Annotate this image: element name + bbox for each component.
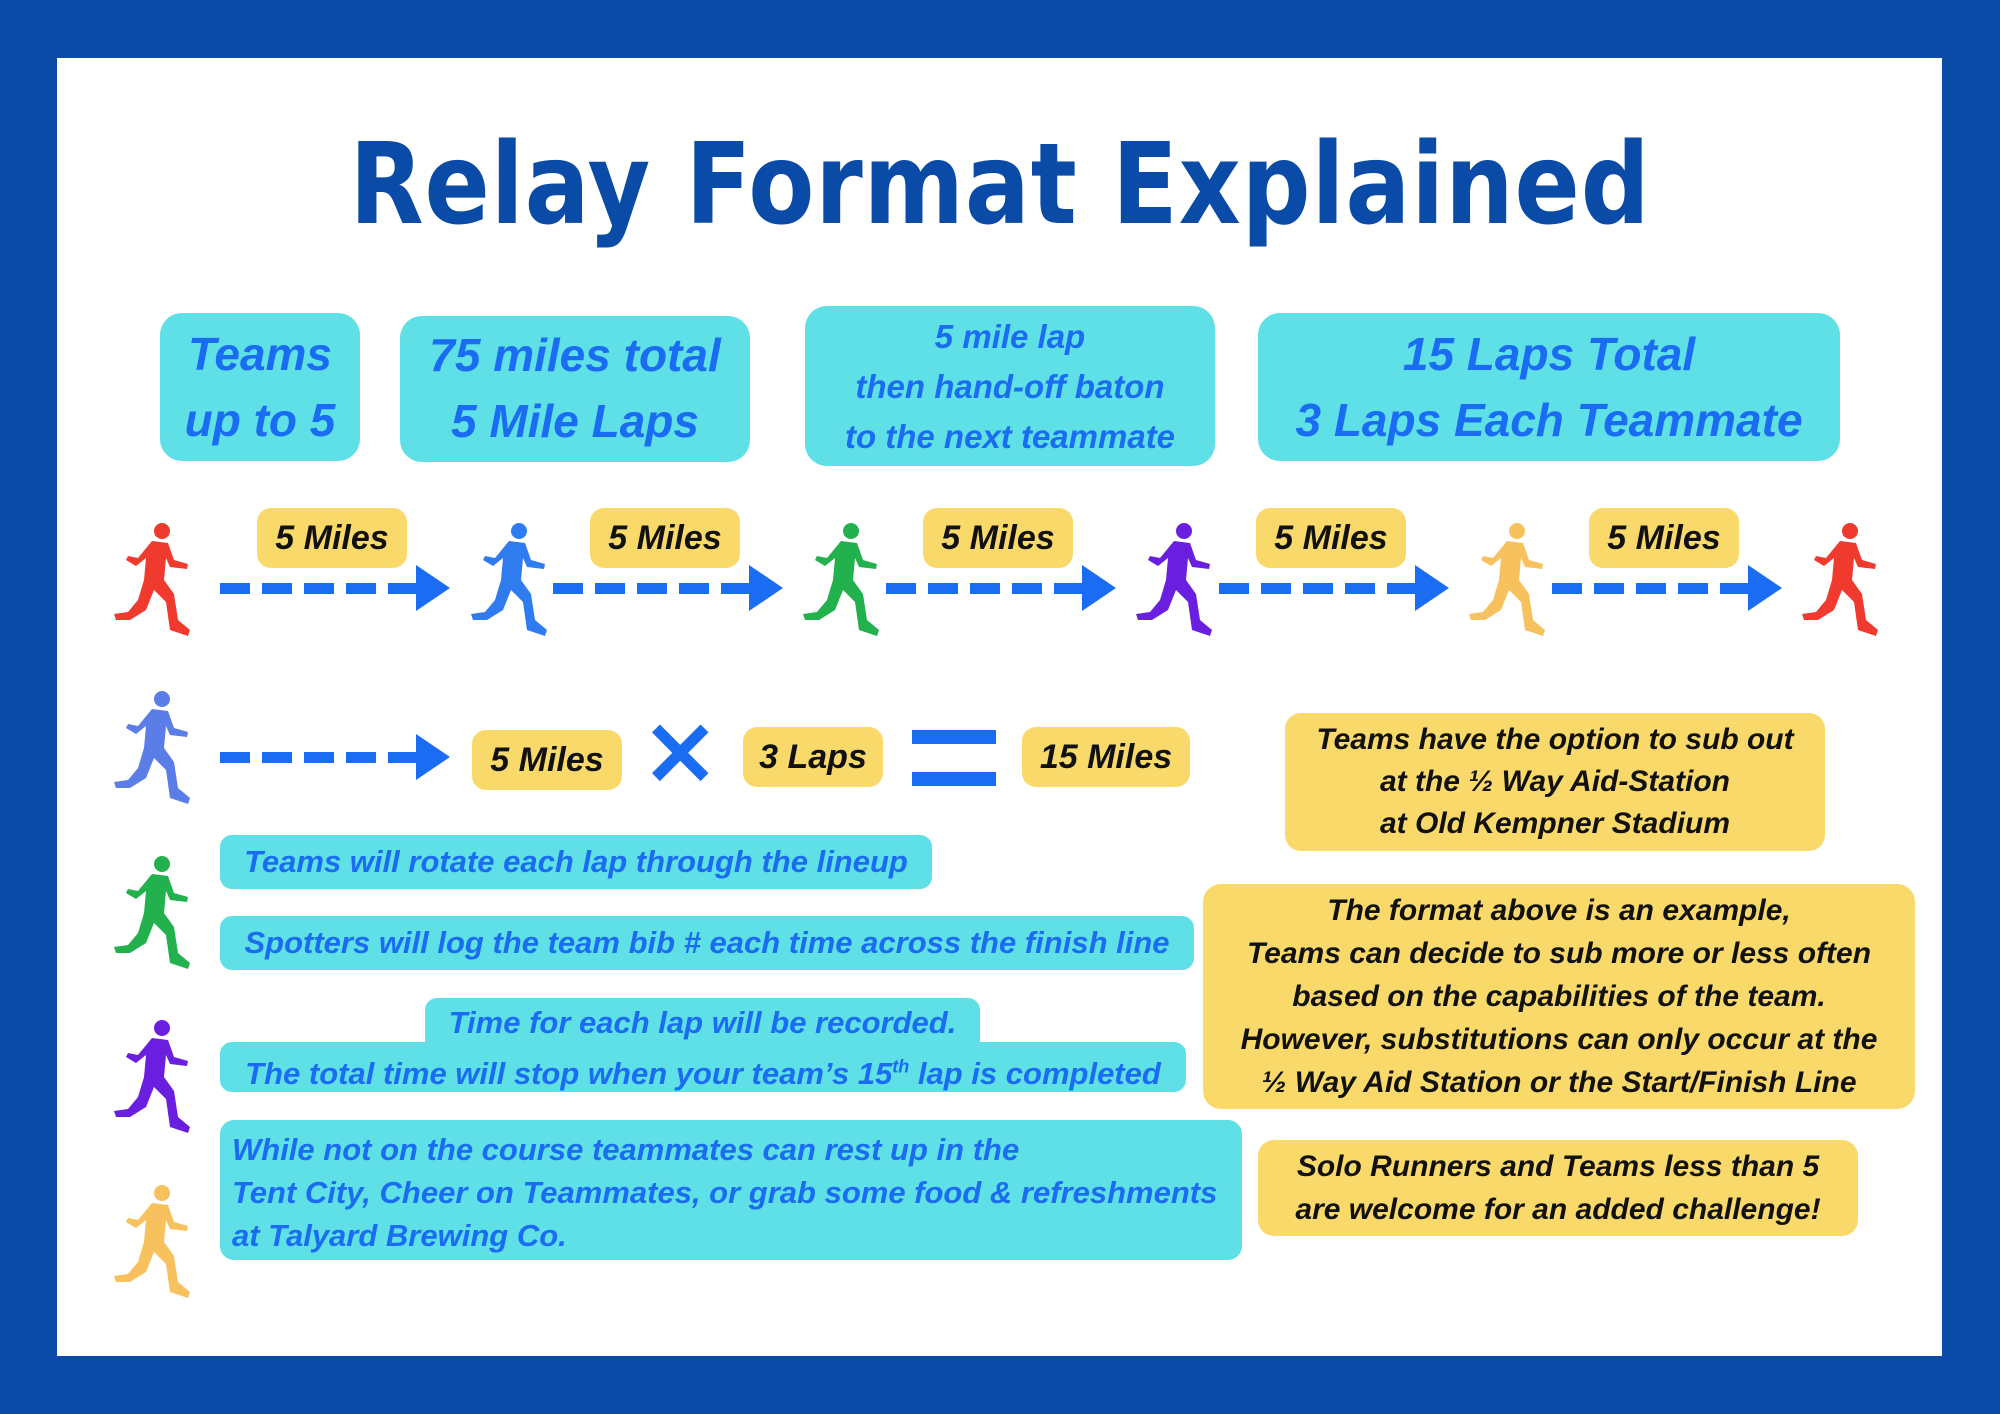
solo-runners-note: Solo Runners and Teams less than 5 are w… (1258, 1140, 1858, 1236)
spotters-note: Spotters will log the team bib # each ti… (220, 916, 1194, 970)
sub-out-line-2: at the ½ Way Aid-Station (1379, 765, 1731, 798)
time-note-top: Time for each lap will be recorded. (425, 998, 980, 1048)
format-line-1: The format above is an example, (1327, 894, 1791, 927)
runner-icon-purple-note (108, 1017, 198, 1137)
equation-term-miles: 5 Miles (472, 730, 622, 790)
solo-line-1: Solo Runners and Teams less than 5 (1296, 1150, 1820, 1183)
equation-result: 15 Miles (1022, 727, 1190, 787)
arrow-icon (553, 563, 783, 613)
sub-out-note: Teams have the option to sub out at the … (1285, 713, 1825, 851)
format-line-2: Teams can decide to sub more or less oft… (1246, 937, 1872, 970)
miles-total-line-1: 75 miles total (429, 329, 721, 381)
spotters-note-text: Spotters will log the team bib # each ti… (244, 925, 1170, 960)
multiply-icon: × (640, 694, 721, 806)
sub-out-line-3: at Old Kempner Stadium (1379, 807, 1731, 840)
arrow-icon (1219, 563, 1449, 613)
format-line-3: based on the capabilities of the team. (1292, 980, 1826, 1013)
laps-total-line-2: 3 Laps Each Teammate (1295, 394, 1803, 446)
handoff-box: 5 mile lap then hand-off baton to the ne… (805, 306, 1215, 466)
segment-label: 5 Miles (1589, 508, 1739, 568)
teams-line-1: Teams (187, 328, 333, 380)
rotate-note-text: Teams will rotate each lap through the l… (244, 844, 908, 879)
segment-label: 5 Miles (1256, 508, 1406, 568)
time-note-line-2-post: lap is completed (909, 1056, 1161, 1092)
rest-note-line-2: Tent City, Cheer on Teammates, or grab s… (232, 1175, 1218, 1210)
handoff-line-2: then hand-off baton (855, 368, 1165, 405)
runner-icon-purple (1130, 520, 1220, 640)
runner-icon-blue (465, 520, 555, 640)
laps-total-line-1: 15 Laps Total (1402, 328, 1696, 380)
equals-icon (912, 730, 996, 786)
laps-total-box: 15 Laps Total 3 Laps Each Teammate (1258, 313, 1840, 461)
teams-line-2: up to 5 (184, 394, 336, 446)
runner-icon-green-note (108, 853, 198, 973)
runner-icon-periwinkle (108, 688, 198, 808)
rotate-note: Teams will rotate each lap through the l… (220, 835, 932, 889)
runner-icon-orange-note (108, 1182, 198, 1302)
time-note-line-1: Time for each lap will be recorded. (448, 1005, 957, 1040)
segment-label: 5 Miles (923, 508, 1073, 568)
arrow-icon (220, 732, 450, 782)
format-line-5: ½ Way Aid Station or the Start/Finish Li… (1261, 1066, 1857, 1099)
handoff-line-1: 5 mile lap (934, 318, 1086, 355)
time-note-line-2-pre: The total time will stop when your team’… (245, 1056, 893, 1092)
rest-note: While not on the course teammates can re… (220, 1120, 1242, 1260)
miles-total-line-2: 5 Mile Laps (451, 395, 699, 447)
arrow-icon (886, 563, 1116, 613)
equation-term-laps: 3 Laps (743, 727, 883, 787)
arrow-icon (220, 563, 450, 613)
runner-icon-red-finish (1796, 520, 1886, 640)
handoff-line-3: to the next teammate (844, 418, 1176, 455)
segment-label: 5 Miles (257, 508, 407, 568)
miles-total-box: 75 miles total 5 Mile Laps (400, 316, 750, 462)
time-note: The total time will stop when your team’… (220, 1042, 1186, 1092)
rest-note-line-3: at Talyard Brewing Co. (232, 1218, 567, 1253)
sub-out-line-1: Teams have the option to sub out (1316, 723, 1794, 756)
format-example-note: The format above is an example, Teams ca… (1203, 884, 1915, 1109)
runner-icon-red (108, 520, 198, 640)
segment-label: 5 Miles (590, 508, 740, 568)
runner-icon-green (797, 520, 887, 640)
teams-box: Teams up to 5 (160, 313, 360, 461)
time-note-sup: th (892, 1057, 910, 1077)
format-line-4: However, substitutions can only occur at… (1240, 1023, 1878, 1056)
runner-icon-orange (1463, 520, 1553, 640)
page-title: Relay Format Explained (349, 120, 1651, 250)
rest-note-line-1: While not on the course teammates can re… (232, 1132, 1020, 1167)
arrow-icon (1552, 563, 1782, 613)
time-note-line-2: The total time will stop when your team’… (245, 1056, 1161, 1091)
solo-line-2: are welcome for an added challenge! (1295, 1193, 1821, 1226)
